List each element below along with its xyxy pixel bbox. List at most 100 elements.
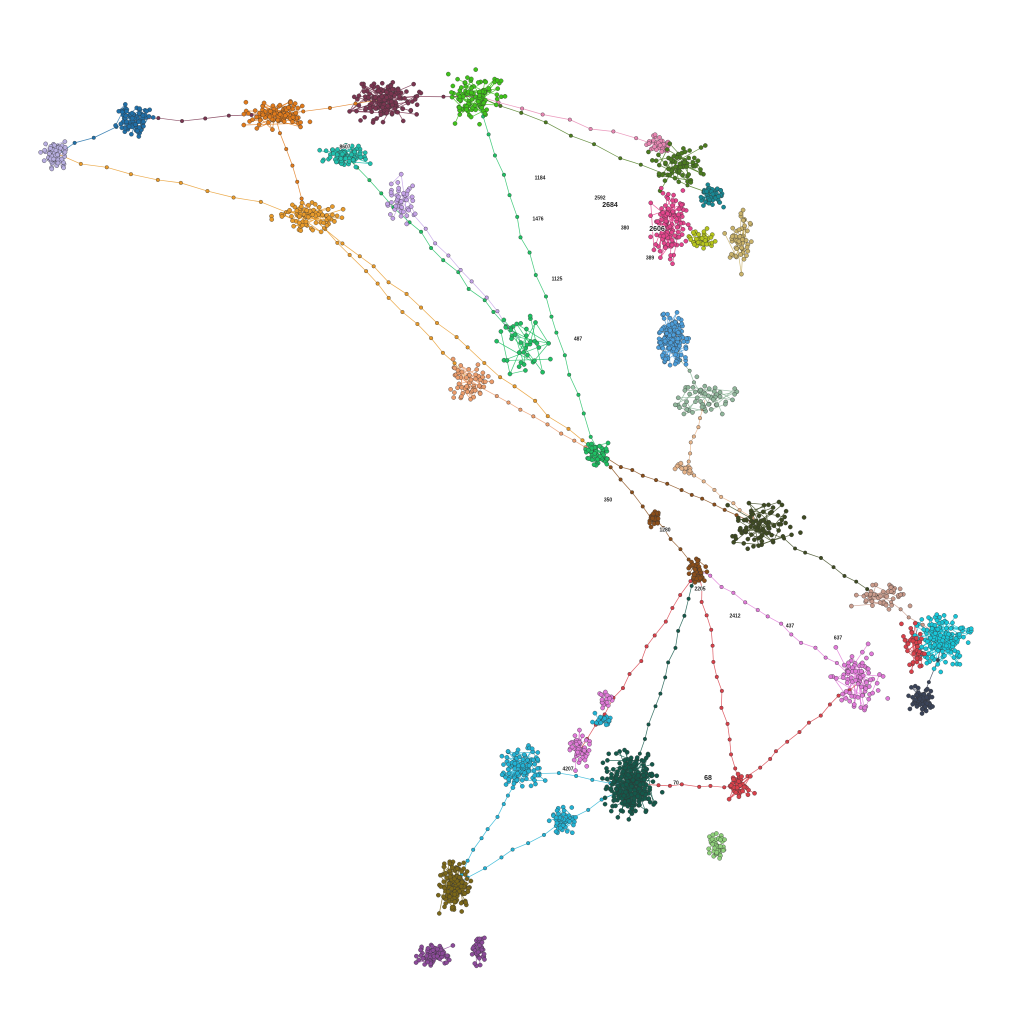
node: [303, 219, 309, 225]
node: [656, 783, 661, 788]
node: [499, 753, 505, 759]
node: [706, 386, 712, 391]
node: [689, 583, 694, 588]
node: [398, 171, 404, 177]
node: [441, 258, 446, 263]
node: [849, 654, 855, 659]
node: [932, 622, 938, 628]
node: [62, 149, 68, 155]
node: [464, 375, 469, 380]
node: [567, 741, 573, 746]
node: [501, 762, 506, 767]
node: [295, 105, 301, 111]
node: [638, 162, 643, 167]
node: [447, 894, 453, 900]
node: [606, 751, 611, 757]
node: [710, 841, 715, 847]
node: [298, 124, 303, 130]
node: [485, 827, 490, 832]
node: [450, 83, 456, 89]
node: [640, 473, 645, 478]
node: [678, 460, 684, 466]
node: [553, 829, 559, 834]
node: [320, 212, 325, 218]
edge: [730, 754, 736, 769]
node: [375, 84, 380, 90]
node: [847, 698, 852, 704]
node: [499, 94, 504, 99]
node: [372, 94, 378, 100]
node: [722, 231, 727, 236]
node: [400, 310, 405, 315]
node: [779, 621, 784, 626]
node: [338, 156, 344, 161]
node: [332, 219, 337, 224]
node: [672, 175, 678, 181]
node: [736, 227, 742, 233]
node: [710, 191, 716, 197]
node: [367, 106, 373, 111]
node: [950, 620, 955, 626]
node: [178, 180, 183, 185]
node: [494, 92, 500, 98]
node: [671, 332, 676, 338]
node: [140, 113, 146, 118]
node: [104, 165, 109, 170]
node: [652, 144, 657, 149]
node: [252, 108, 258, 113]
node: [340, 206, 346, 212]
node: [318, 229, 324, 235]
node: [788, 524, 793, 530]
edge: [578, 394, 585, 414]
edge: [757, 609, 768, 617]
node: [924, 701, 930, 706]
node: [732, 392, 737, 397]
edge: [342, 243, 360, 257]
edge: [467, 849, 474, 861]
edge: [157, 179, 181, 184]
node: [758, 765, 763, 770]
node: [626, 817, 632, 822]
node: [899, 621, 904, 627]
node: [661, 526, 666, 530]
node: [654, 773, 660, 779]
edge: [500, 105, 522, 114]
node: [666, 191, 671, 197]
node: [840, 675, 846, 680]
node: [655, 520, 660, 526]
node: [745, 546, 751, 552]
edge: [815, 647, 826, 658]
node: [627, 672, 632, 676]
edge: [535, 322, 549, 344]
node: [734, 785, 740, 791]
edge: [847, 673, 884, 677]
node: [241, 111, 247, 117]
edge: [646, 635, 655, 647]
node: [957, 653, 963, 659]
node: [714, 850, 720, 855]
node: [317, 204, 322, 210]
node: [917, 696, 923, 702]
node: [692, 473, 697, 478]
edge: [512, 842, 529, 850]
node: [708, 235, 714, 240]
node: [288, 100, 293, 105]
node: [268, 108, 273, 114]
node: [706, 200, 712, 206]
node: [943, 643, 949, 649]
edge: [773, 510, 787, 526]
node: [657, 142, 663, 148]
edge: [622, 673, 630, 689]
edge: [543, 825, 557, 836]
node: [455, 375, 461, 380]
node: [313, 220, 319, 226]
node: [761, 502, 767, 508]
node: [618, 477, 623, 482]
node: [542, 778, 548, 783]
node: [409, 194, 415, 200]
node: [680, 227, 686, 232]
edge: [80, 163, 107, 168]
node: [587, 741, 592, 747]
node: [730, 397, 735, 403]
edge: [530, 322, 536, 342]
